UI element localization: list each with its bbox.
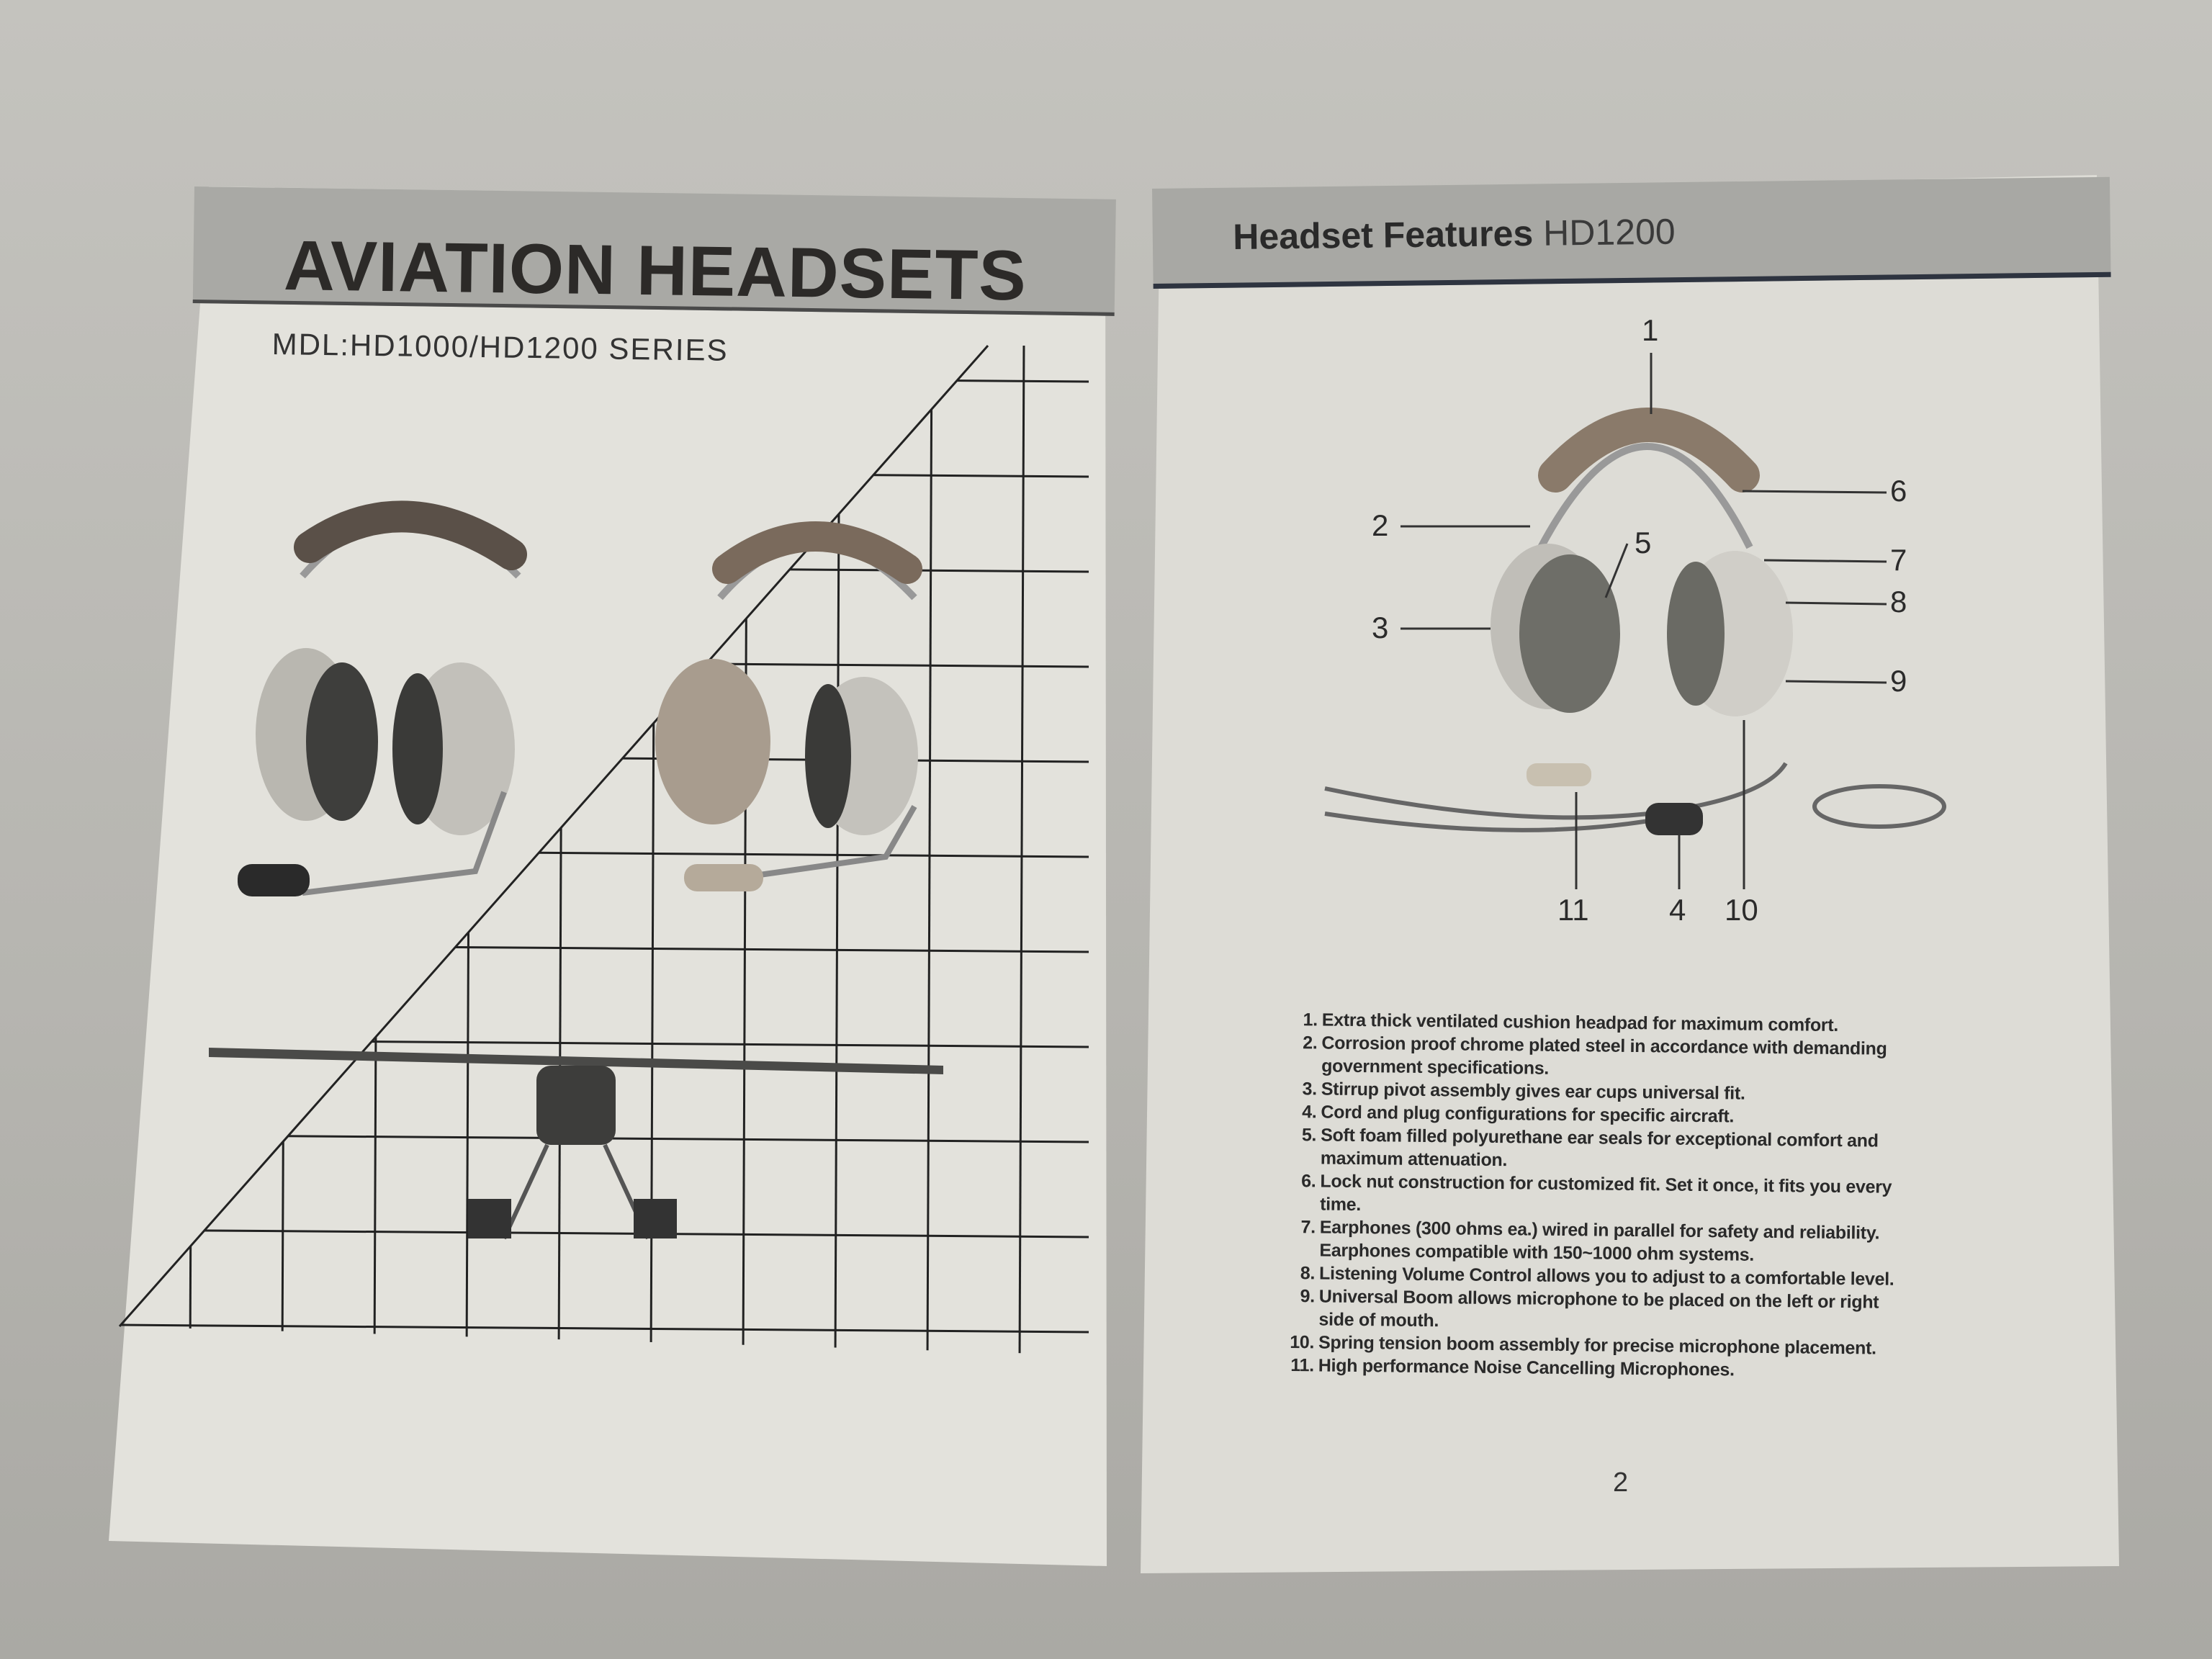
feature-number: 7. [1300, 1217, 1316, 1238]
feature-text: Corrosion proof chrome plated steel in a… [1321, 1031, 1887, 1083]
callout-6: 6 [1890, 474, 1907, 508]
feature-text: Lock nut construction for customized fit… [1320, 1169, 1892, 1221]
callout-1: 1 [1642, 313, 1659, 347]
callout-3: 3 [1372, 611, 1389, 644]
callout-4: 4 [1669, 893, 1686, 927]
feature-item: 7.Earphones (300 ohms ea.) wired in para… [1286, 1215, 1894, 1268]
callout-11: 11 [1557, 893, 1589, 927]
feature-item: 5.Soft foam filled polyurethane ear seal… [1287, 1123, 1896, 1176]
callout-5: 5 [1635, 526, 1652, 559]
feature-item: 6.Lock nut construction for customized f… [1287, 1169, 1895, 1222]
feature-number: 5. [1301, 1125, 1317, 1146]
grid-line [926, 346, 933, 1355]
headset-diagram-illustration [1324, 353, 1946, 889]
grid-line [1018, 346, 1025, 1355]
feature-number: 4. [1302, 1102, 1317, 1123]
feature-text: Earphones (300 ohms ea.) wired in parall… [1319, 1215, 1879, 1267]
feature-number: 3. [1302, 1079, 1317, 1100]
feature-number: 11. [1290, 1355, 1314, 1376]
feature-number: 6. [1301, 1171, 1316, 1192]
grid-line [120, 1228, 1089, 1238]
airplane-illustration [209, 1048, 943, 1240]
feature-number: 1. [1303, 1010, 1318, 1030]
feature-text: Soft foam filled polyurethane ear seals … [1321, 1123, 1879, 1175]
feature-number: 8. [1300, 1263, 1316, 1284]
grid-diagonal [118, 345, 989, 1327]
feature-number: 9. [1300, 1286, 1315, 1307]
features-list: 1.Extra thick ventilated cushion headpad… [1285, 1008, 1897, 1383]
grid-line [120, 1323, 1089, 1334]
feature-text: Universal Boom allows microphone to be p… [1318, 1285, 1879, 1336]
feature-text-line: High performance Noise Cancelling Microp… [1318, 1355, 1735, 1380]
callout-9: 9 [1890, 664, 1907, 698]
callout-10: 10 [1725, 893, 1758, 927]
feature-text: High performance Noise Cancelling Microp… [1318, 1354, 1735, 1381]
feature-number: 10. [1290, 1332, 1315, 1353]
feature-number: 2. [1303, 1033, 1318, 1053]
callout-8: 8 [1890, 585, 1907, 619]
page-number: 2 [1613, 1467, 1629, 1498]
headset-hd1200-illustration [655, 521, 922, 891]
callout-7: 7 [1890, 543, 1907, 577]
feature-item: 9.Universal Boom allows microphone to be… [1285, 1285, 1894, 1337]
callout-2: 2 [1372, 508, 1389, 542]
feature-item: 2.Corrosion proof chrome plated steel in… [1288, 1031, 1897, 1084]
headset-hd1000-illustration [238, 500, 527, 896]
